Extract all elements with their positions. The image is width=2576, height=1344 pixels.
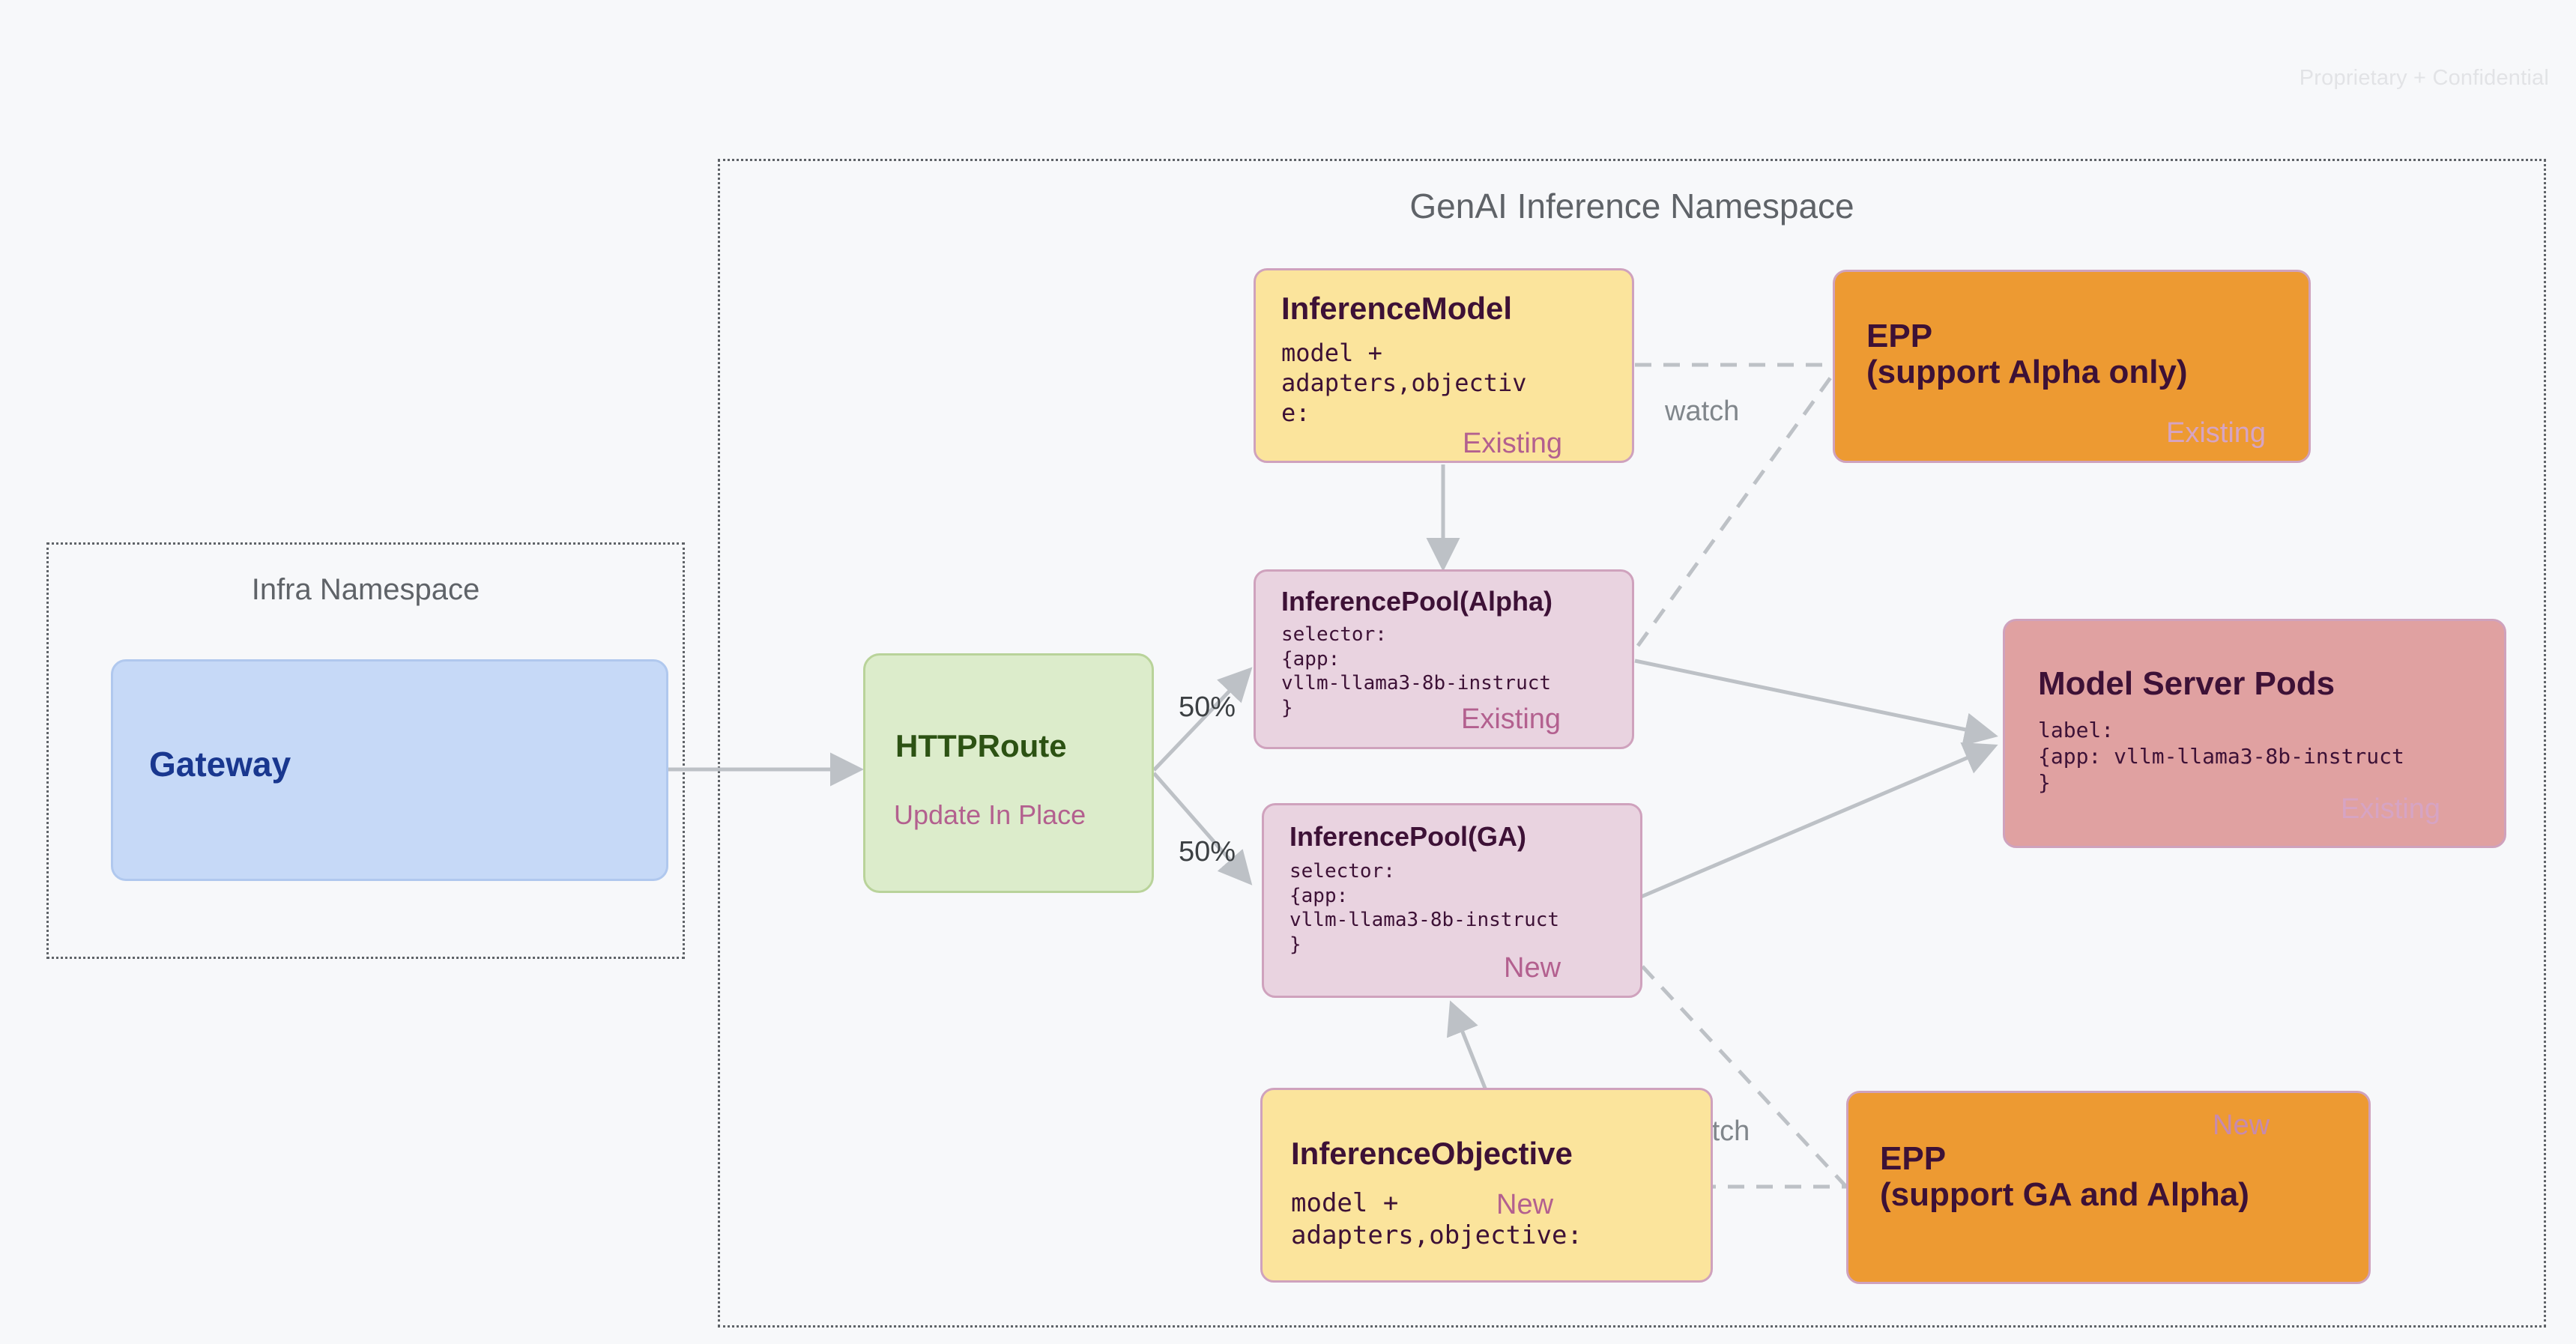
edge-label-watch-top: watch [1665,396,1740,427]
node-inference-model-tag: Existing [1463,428,1563,459]
node-inference-pool-ga-tag: New [1504,952,1561,984]
node-inference-objective-tag: New [1496,1189,1554,1220]
node-epp-alpha[interactable]: EPP (support Alpha only) Existing [1833,270,2311,463]
edge-label-split-bottom: 50% [1179,836,1236,868]
node-model-server-pods-body: label: {app: vllm-llama3-8b-instruct } [2038,718,2404,795]
node-inference-pool-alpha-tag: Existing [1461,703,1561,735]
node-epp-ga[interactable]: EPP (support GA and Alpha) New [1846,1091,2371,1284]
node-httproute-tag: Update In Place [894,799,1086,830]
node-gateway-title: Gateway [149,745,291,784]
node-inference-pool-ga-body: selector: {app: vllm-llama3-8b-instruct … [1289,860,1560,956]
node-inference-model-body: model + adapters,objectiv e: [1281,339,1527,427]
node-inference-pool-alpha-body: selector: {app: vllm-llama3-8b-instruct … [1281,623,1552,719]
node-inference-pool-alpha-title: InferencePool(Alpha) [1281,586,1553,617]
node-model-server-pods-title: Model Server Pods [2038,665,2335,702]
node-inference-pool-ga-title: InferencePool(GA) [1289,821,1527,852]
node-epp-ga-tag: New [2213,1110,2270,1141]
node-httproute-title: HTTPRoute [895,728,1067,763]
node-model-server-pods-tag: Existing [2341,793,2441,825]
confidential-note: Proprietary + Confidential [2299,66,2549,90]
node-epp-ga-title: EPP (support GA and Alpha) [1880,1140,2249,1214]
node-inference-pool-alpha[interactable]: InferencePool(Alpha) selector: {app: vll… [1254,569,1634,749]
node-gateway[interactable]: Gateway [111,659,668,881]
infra-namespace-title: Infra Namespace [251,573,480,606]
node-inference-objective-title: InferenceObjective [1291,1136,1573,1171]
genai-namespace-title: GenAI Inference Namespace [1409,187,1854,225]
node-inference-objective[interactable]: InferenceObjective model + adapters,obje… [1260,1088,1713,1283]
node-epp-alpha-tag: Existing [2166,417,2267,449]
node-epp-alpha-title: EPP (support Alpha only) [1866,318,2188,391]
node-inference-model-title: InferenceModel [1281,291,1513,326]
node-inference-objective-body: model + adapters,objective: [1291,1188,1582,1250]
edge-label-split-top: 50% [1179,691,1236,723]
node-inference-model[interactable]: InferenceModel model + adapters,objectiv… [1254,268,1634,463]
node-httproute[interactable]: HTTPRoute Update In Place [863,653,1154,893]
node-model-server-pods[interactable]: Model Server Pods label: {app: vllm-llam… [2003,619,2506,848]
node-inference-pool-ga[interactable]: InferencePool(GA) selector: {app: vllm-l… [1262,803,1642,998]
genai-namespace-container [718,159,2546,1328]
infra-namespace-container [46,542,685,959]
